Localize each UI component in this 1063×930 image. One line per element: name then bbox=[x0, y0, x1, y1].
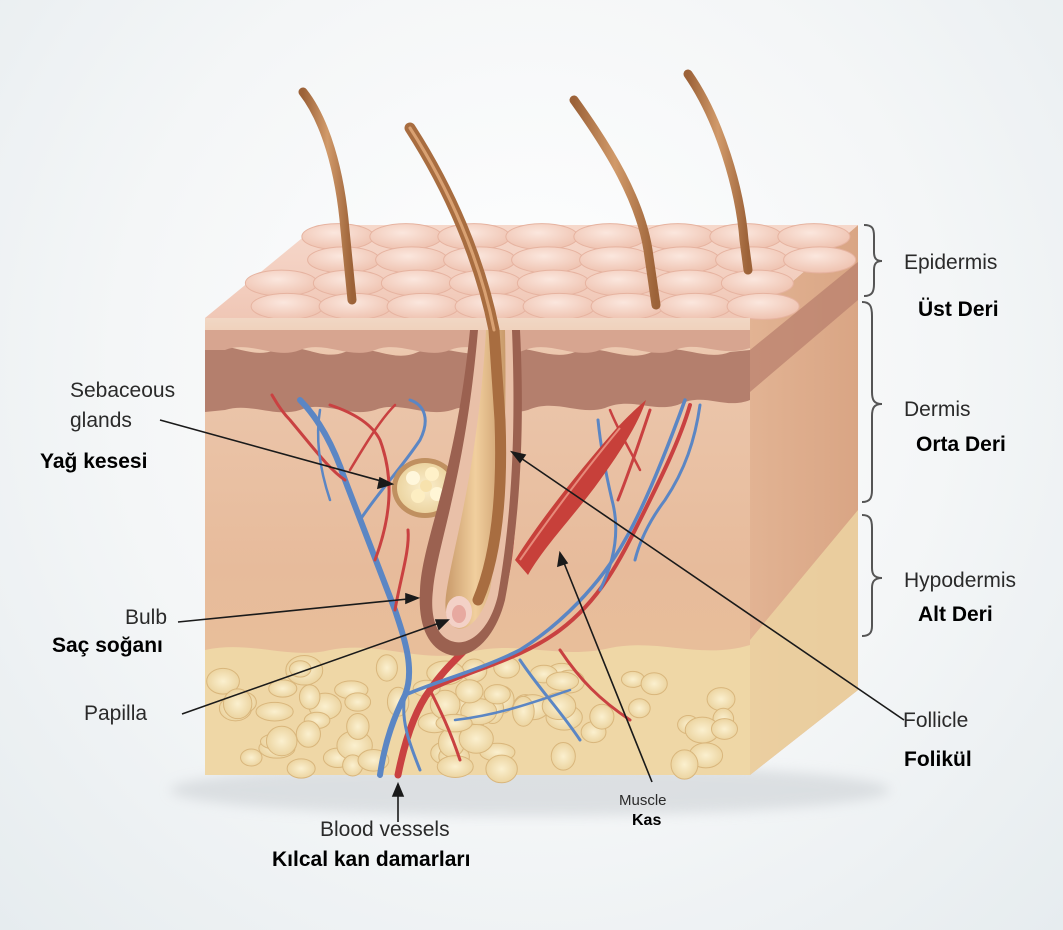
fat-cell bbox=[345, 693, 371, 711]
dermis-tr-label: Orta Deri bbox=[916, 433, 1006, 457]
sebaceous-label-line2: glands bbox=[70, 409, 132, 433]
hypodermis-label: Hypodermis bbox=[904, 569, 1016, 593]
fat-cell bbox=[437, 756, 473, 778]
fat-cell bbox=[296, 721, 320, 747]
fat-cell bbox=[671, 750, 698, 779]
layer-braces bbox=[862, 225, 882, 636]
follicle-tr-label: Folikül bbox=[904, 748, 972, 772]
skin-cell bbox=[381, 270, 453, 296]
blood-vessels-tr-label: Kılcal kan damarları bbox=[272, 848, 470, 872]
fat-cell bbox=[456, 680, 483, 703]
epidermis-label: Epidermis bbox=[904, 251, 997, 275]
skin-cell bbox=[784, 247, 856, 273]
skin-cell bbox=[523, 293, 595, 319]
bulb-label: Bulb bbox=[125, 606, 167, 630]
fat-cell bbox=[546, 672, 578, 690]
fat-cell bbox=[641, 673, 667, 695]
fat-cell bbox=[551, 742, 575, 770]
fat-cell bbox=[513, 696, 535, 726]
skin-cell bbox=[727, 293, 799, 319]
skin-cell bbox=[517, 270, 589, 296]
fat-cell bbox=[590, 704, 614, 729]
dermis-label: Dermis bbox=[904, 398, 971, 422]
skin-cell bbox=[370, 224, 442, 250]
skin-cell bbox=[585, 270, 657, 296]
sebaceous-label-line1: Sebaceous bbox=[70, 379, 175, 403]
skin-cell bbox=[512, 247, 584, 273]
skin-surface-cells bbox=[245, 224, 855, 320]
skin-cell bbox=[574, 224, 646, 250]
skin-cell bbox=[642, 224, 714, 250]
fat-cell bbox=[256, 702, 293, 721]
skin-cell bbox=[376, 247, 448, 273]
fat-cell bbox=[629, 699, 651, 718]
fat-cell bbox=[707, 688, 735, 711]
fat-cell bbox=[484, 685, 510, 704]
fat-cell bbox=[241, 749, 262, 766]
skin-cell bbox=[245, 270, 317, 296]
fat-cell bbox=[486, 755, 517, 783]
fat-cell bbox=[287, 759, 315, 778]
muscle-tr-label: Kas bbox=[632, 812, 661, 830]
skin-cell bbox=[302, 224, 374, 250]
skin-cell bbox=[721, 270, 793, 296]
muscle-label: Muscle bbox=[619, 792, 667, 810]
skin-cell bbox=[251, 293, 323, 319]
fat-cell bbox=[711, 719, 737, 740]
fat-cell bbox=[299, 685, 320, 709]
bulb-tr-label: Saç soğanı bbox=[52, 634, 163, 658]
fat-cell bbox=[223, 689, 251, 719]
skin-cell bbox=[506, 224, 578, 250]
fat-cell bbox=[376, 655, 397, 681]
skin-cell bbox=[653, 270, 725, 296]
papilla-label: Papilla bbox=[84, 702, 147, 726]
follicle-label: Follicle bbox=[903, 709, 968, 733]
blood-vessels-label: Blood vessels bbox=[320, 818, 450, 842]
skin-cell bbox=[648, 247, 720, 273]
skin-cell bbox=[659, 293, 731, 319]
skin-cell bbox=[778, 224, 850, 250]
skin-cell bbox=[387, 293, 459, 319]
fat-cell bbox=[266, 726, 297, 756]
epidermis-tr-label: Üst Deri bbox=[918, 298, 999, 322]
sebaceous-tr-label: Yağ kesesi bbox=[40, 450, 147, 474]
hypodermis-tr-label: Alt Deri bbox=[918, 603, 993, 627]
skin-cell bbox=[580, 247, 652, 273]
fat-cell bbox=[347, 714, 369, 740]
